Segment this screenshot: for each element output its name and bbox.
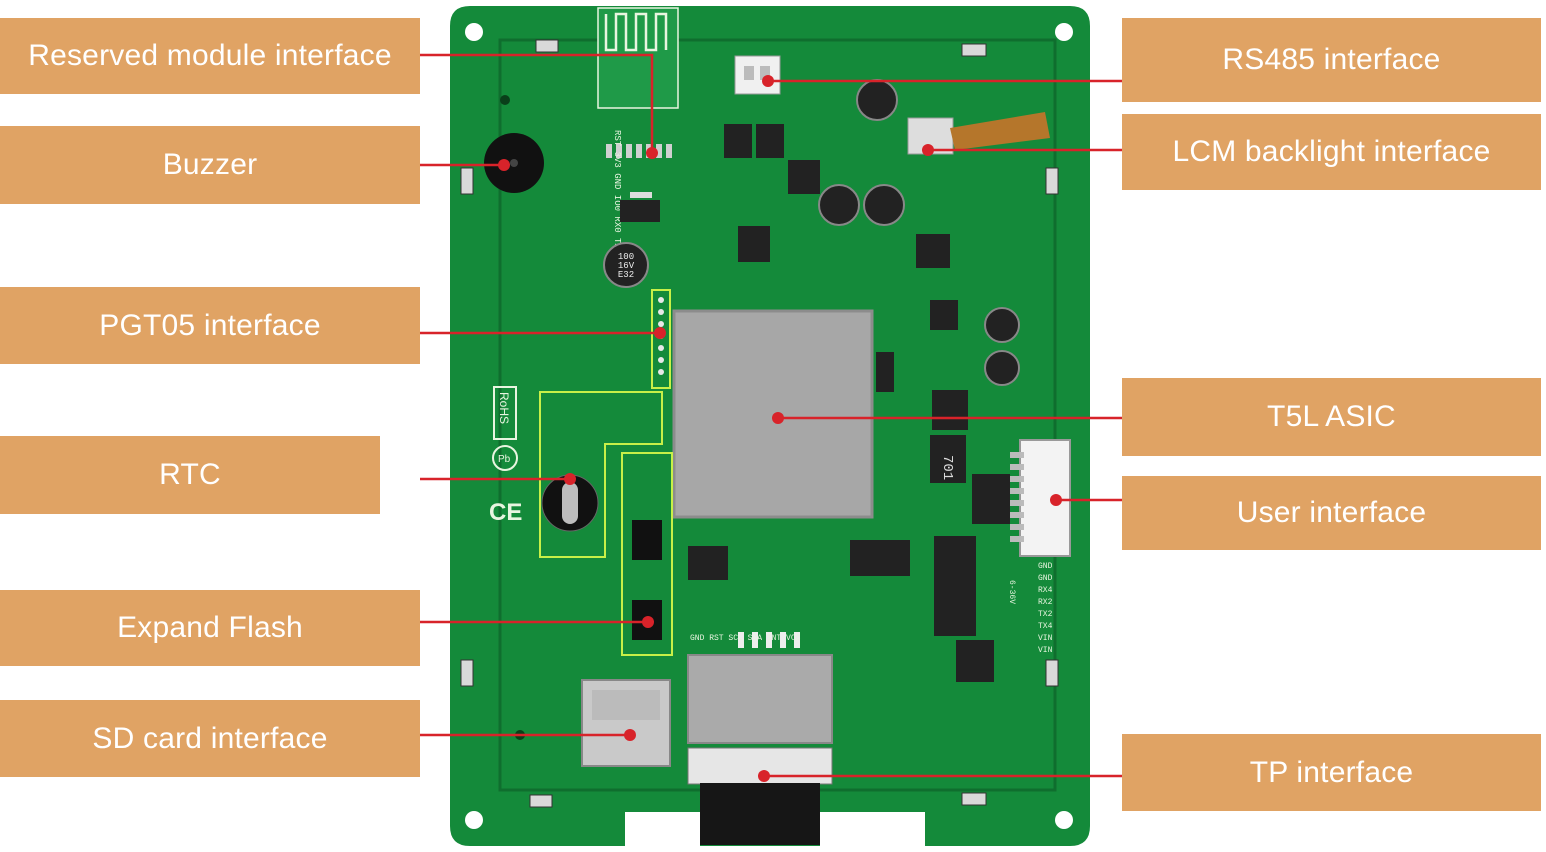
svg-text:RoHS: RoHS	[497, 392, 511, 424]
module-pin-text: RST 3V3 GND IO0 RX0 TX0	[612, 130, 622, 254]
label-sd-card-interface: SD card interface	[0, 700, 420, 777]
svg-text:6-36V: 6-36V	[1007, 580, 1016, 604]
label-tp-interface: TP interface	[1122, 734, 1541, 811]
svg-text:TX4: TX4	[1038, 622, 1053, 631]
svg-text:E32: E32	[618, 270, 634, 280]
svg-text:CE: CE	[489, 499, 522, 526]
t5l-asic-chip	[672, 309, 874, 519]
svg-text:VIN: VIN	[1038, 646, 1053, 655]
svg-text:GND RST SCL SDA INT VCC: GND RST SCL SDA INT VCC	[690, 634, 801, 643]
capacitor	[603, 79, 1020, 386]
svg-text:GND: GND	[1038, 562, 1053, 571]
label-rs485-interface: RS485 interface	[1122, 18, 1541, 102]
svg-text:16V: 16V	[618, 261, 635, 271]
label-t5l-asic: T5L ASIC	[1122, 378, 1541, 456]
svg-text:Pb: Pb	[498, 454, 511, 465]
svg-text:RX4: RX4	[1038, 586, 1053, 595]
svg-text:701: 701	[939, 455, 955, 480]
label-expand-flash: Expand Flash	[0, 590, 420, 666]
label-rtc: RTC	[0, 436, 380, 514]
svg-text:GND: GND	[1038, 574, 1053, 583]
label-lcm-backlight-interface: LCM backlight interface	[1122, 114, 1541, 190]
svg-text:VIN: VIN	[1038, 634, 1053, 643]
svg-text:TX2: TX2	[1038, 610, 1053, 619]
label-buzzer: Buzzer	[0, 126, 420, 204]
svg-text:RX2: RX2	[1038, 598, 1053, 607]
label-user-interface: User interface	[1122, 476, 1541, 550]
label-reserved-module-interface: Reserved module interface	[0, 18, 420, 94]
label-pgt05-interface: PGT05 interface	[0, 287, 420, 364]
svg-text:100: 100	[618, 252, 634, 262]
